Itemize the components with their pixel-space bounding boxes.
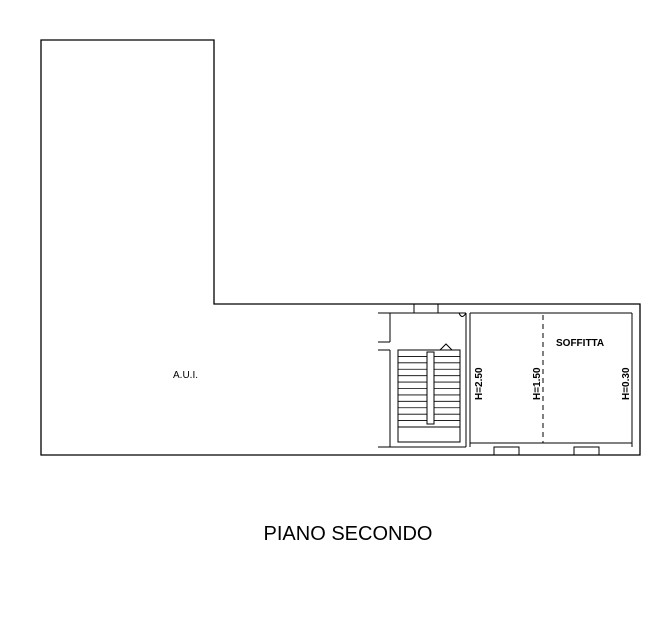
- outer-wall: [40, 39, 641, 456]
- floor-title: PIANO SECONDO: [264, 523, 433, 545]
- window-bottom-1: [493, 446, 520, 456]
- stair-enclosure: [378, 312, 633, 448]
- aui-label: A.U.I.: [173, 370, 198, 381]
- height-label-3: H=0.30: [621, 367, 632, 400]
- soffitta-label: SOFFITTA: [556, 338, 604, 349]
- window-top: [413, 303, 439, 314]
- height-label-2: H=1.50: [532, 367, 543, 400]
- height-label-1: H=2.50: [474, 367, 485, 400]
- staircase: [397, 343, 461, 443]
- window-bottom-2: [573, 446, 600, 456]
